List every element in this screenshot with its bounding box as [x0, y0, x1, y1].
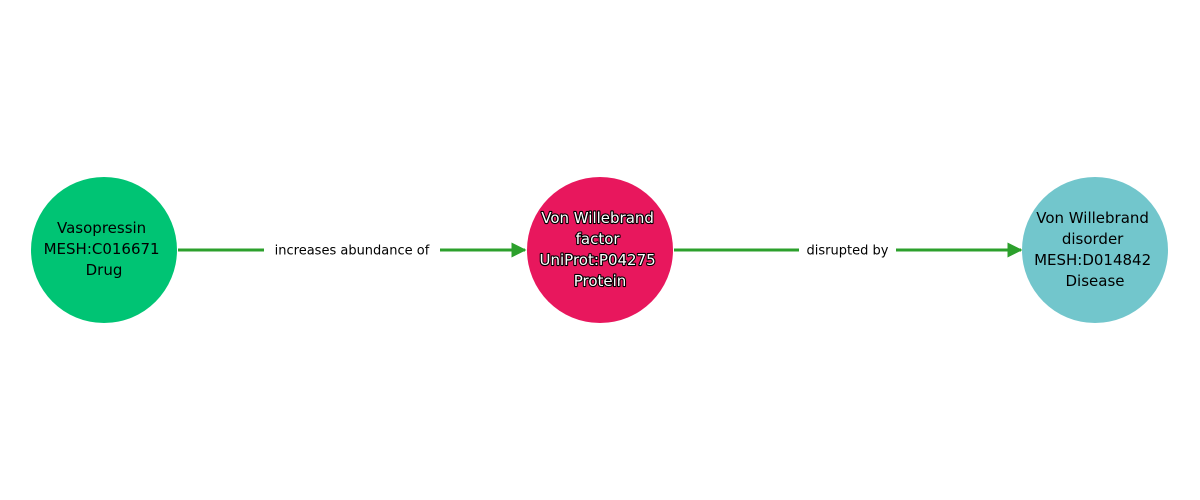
node-label-line: Von Willebrand — [541, 209, 654, 227]
node-vasopressin: Vasopressin MESH:C016671 Drug — [31, 177, 177, 323]
edge-increases-abundance-of: increases abundance of — [178, 240, 527, 260]
node-label-line: Drug — [86, 261, 123, 279]
node-circle — [31, 177, 177, 323]
node-von-willebrand-disorder: Von Willebrand disorder MESH:D014842 Dis… — [1022, 177, 1168, 323]
node-label-line: Vasopressin — [57, 219, 146, 237]
node-label-line: factor — [576, 230, 621, 248]
node-circle — [527, 177, 673, 323]
node-circle — [1022, 177, 1168, 323]
node-label-line: MESH:C016671 — [44, 240, 160, 258]
node-label-line: UniProt:P04275 — [540, 251, 656, 269]
edge-label-background — [264, 240, 440, 260]
node-label-line: disorder — [1062, 230, 1124, 248]
node-label: Von Willebrand factor UniProt:P04275 Pro… — [540, 209, 661, 290]
node-label-line: Von Willebrand — [1036, 209, 1149, 227]
node-label-line: Protein — [574, 272, 627, 290]
node-label-line: MESH:D014842 — [1034, 251, 1151, 269]
edge-label-background — [799, 240, 896, 260]
node-label: Vasopressin MESH:C016671 Drug — [44, 219, 165, 279]
edge-label: increases abundance of — [275, 244, 430, 259]
node-label: Von Willebrand disorder MESH:D014842 Dis… — [1034, 209, 1156, 290]
node-label-line: Disease — [1066, 272, 1125, 290]
edge-disrupted-by: disrupted by — [674, 240, 1023, 260]
node-von-willebrand-factor: Von Willebrand factor UniProt:P04275 Pro… — [527, 177, 673, 323]
edge-label: disrupted by — [807, 244, 889, 259]
